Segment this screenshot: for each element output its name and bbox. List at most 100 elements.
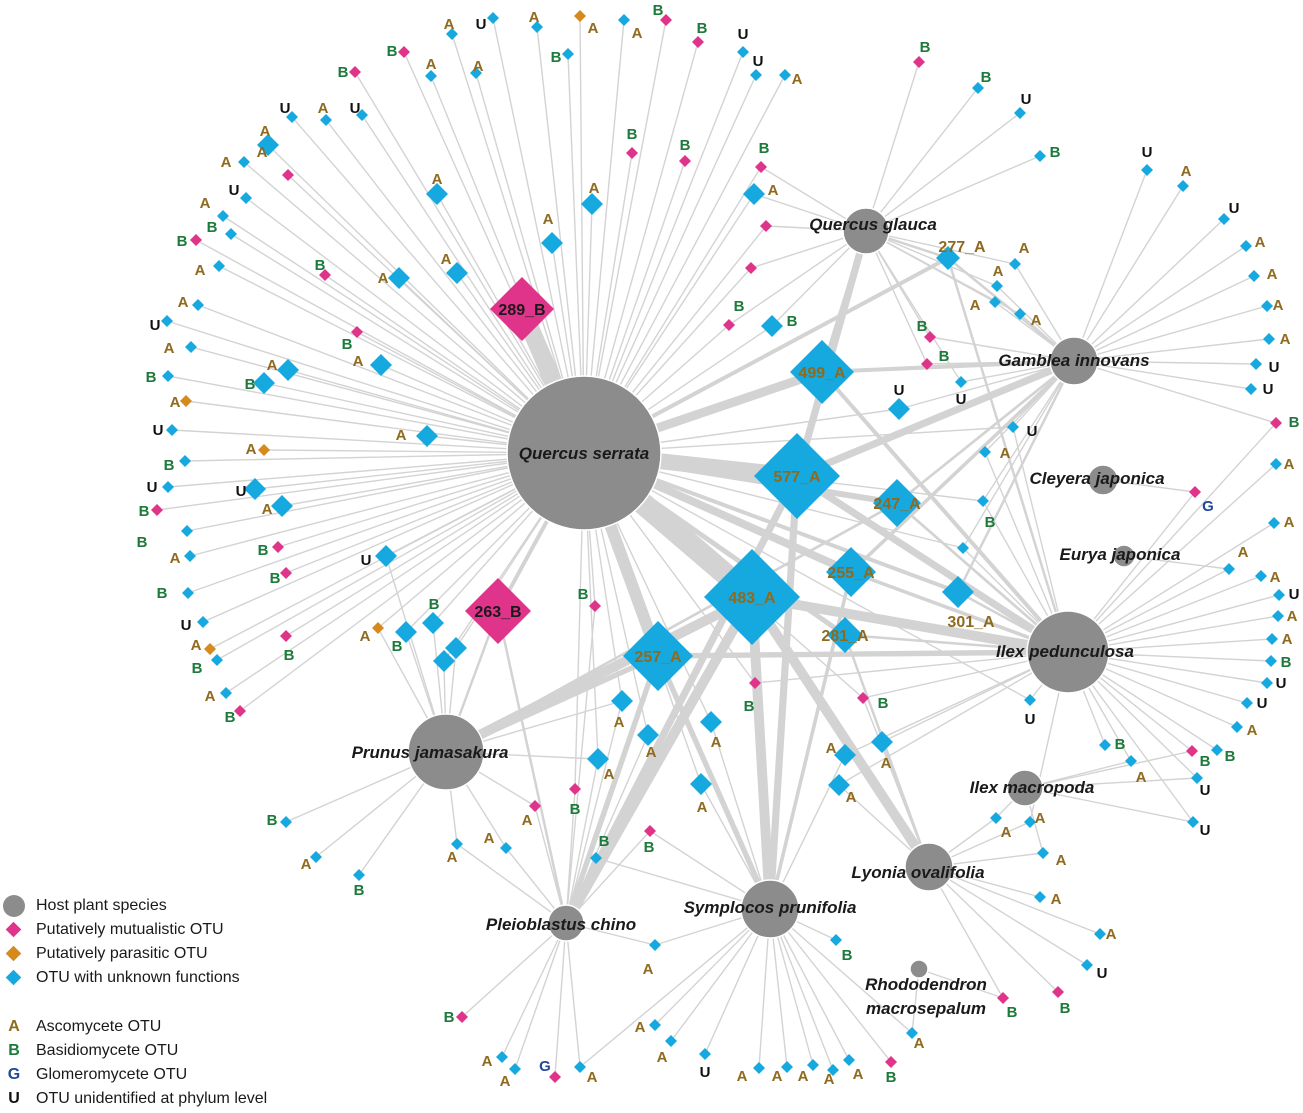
otu-node	[587, 748, 609, 770]
otu-node	[955, 376, 967, 388]
phylum-label: A	[1284, 514, 1295, 531]
edge	[962, 360, 1075, 549]
key-otu-node	[873, 479, 921, 527]
phylum-label: A	[1287, 608, 1298, 625]
phylum-label: A	[447, 849, 458, 866]
otu-node	[1265, 655, 1277, 667]
phylum-label: A	[588, 20, 599, 37]
phylum-label: A	[772, 1068, 783, 1085]
edge	[728, 230, 867, 326]
host-label-qg: Quercus glauca	[809, 215, 937, 234]
phylum-label: A	[378, 270, 389, 287]
otu-node	[989, 296, 1001, 308]
otu-node	[282, 169, 294, 181]
otu-node	[871, 731, 893, 753]
basidiomycete-letter: B	[8, 1042, 20, 1059]
phylum-label: B	[981, 69, 992, 86]
otu-node	[375, 545, 397, 567]
edge	[1073, 185, 1184, 362]
otu-node	[990, 812, 1002, 824]
host-node-ip	[1026, 610, 1110, 694]
otu-node	[257, 134, 279, 156]
edge	[554, 922, 567, 1078]
otu-node	[581, 193, 603, 215]
edge	[793, 357, 1078, 480]
phylum-label: A	[170, 394, 181, 411]
phylum-label: A	[195, 262, 206, 279]
edge	[1073, 360, 1277, 424]
edge	[565, 922, 581, 1068]
otu-node	[1261, 677, 1273, 689]
edge	[501, 922, 567, 1058]
edge	[563, 653, 661, 926]
legend-host: Host plant species	[0, 895, 167, 917]
key-otu-label: 301_A	[947, 614, 995, 631]
phylum-label: U	[1289, 586, 1300, 603]
otu-node	[271, 495, 293, 517]
phylum-label: A	[798, 1068, 809, 1085]
otu-node	[258, 444, 270, 456]
phylum-label: U	[147, 479, 158, 496]
otu-node	[737, 46, 749, 58]
otu-node	[166, 424, 178, 436]
otu-node	[644, 825, 656, 837]
legend: Host plant species Putatively mutualisti…	[0, 893, 330, 1113]
legend-basidiomycete-label: Basidiomycete OTU	[36, 1042, 179, 1059]
host-node-pj	[407, 713, 485, 791]
otu-node	[416, 425, 438, 447]
otu-node	[1014, 308, 1026, 320]
phylum-label: A	[632, 25, 643, 42]
phylum-label: A	[1031, 312, 1042, 329]
host-node-sp	[740, 879, 800, 939]
edge	[865, 61, 920, 232]
edge	[1073, 218, 1225, 362]
edge	[1073, 169, 1148, 362]
otu-node	[356, 109, 368, 121]
otu-node	[190, 234, 202, 246]
edge	[946, 256, 1070, 654]
otu-node	[1268, 517, 1280, 529]
phylum-label: B	[570, 801, 581, 818]
edge	[769, 908, 913, 1034]
edge	[514, 922, 567, 1070]
phylum-label: B	[599, 833, 610, 850]
otu-node	[637, 724, 659, 746]
key-otu-node	[936, 246, 960, 270]
host-node-qg	[842, 207, 890, 255]
phylum-label: B	[157, 585, 168, 602]
otu-node	[1024, 694, 1036, 706]
edge	[655, 649, 1071, 659]
otu-node	[761, 315, 783, 337]
phylum-label: U	[1269, 359, 1280, 376]
phylum-label: A	[200, 195, 211, 212]
otu-node	[161, 315, 173, 327]
otu-node	[353, 869, 365, 881]
otu-node	[220, 687, 232, 699]
otu-node	[569, 783, 581, 795]
phylum-label: A	[426, 56, 437, 73]
otu-node	[185, 341, 197, 353]
otu-node	[197, 616, 209, 628]
edge	[1073, 360, 1252, 390]
phylum-label: A	[1280, 331, 1291, 348]
edge	[928, 866, 1004, 999]
phylum-label: B	[225, 709, 236, 726]
edge	[865, 87, 979, 232]
host-node-cj	[1087, 464, 1119, 496]
phylum-label: A	[205, 688, 216, 705]
host-label-rm: Rhododendron	[865, 975, 987, 994]
otu-node	[398, 46, 410, 58]
phylum-label: B	[644, 839, 655, 856]
otu-node	[1191, 772, 1203, 784]
phylum-label: U	[150, 317, 161, 334]
otu-node	[244, 478, 266, 500]
otu-node	[921, 358, 933, 370]
legend-ascomycete-label: Ascomycete OTU	[36, 1018, 162, 1035]
phylum-label: B	[939, 348, 950, 365]
otu-node	[280, 816, 292, 828]
host-node-im	[1006, 769, 1044, 807]
otu-node	[395, 621, 417, 643]
otu-node	[1052, 986, 1064, 998]
phylum-label: A	[360, 628, 371, 645]
otu-node	[997, 992, 1009, 1004]
